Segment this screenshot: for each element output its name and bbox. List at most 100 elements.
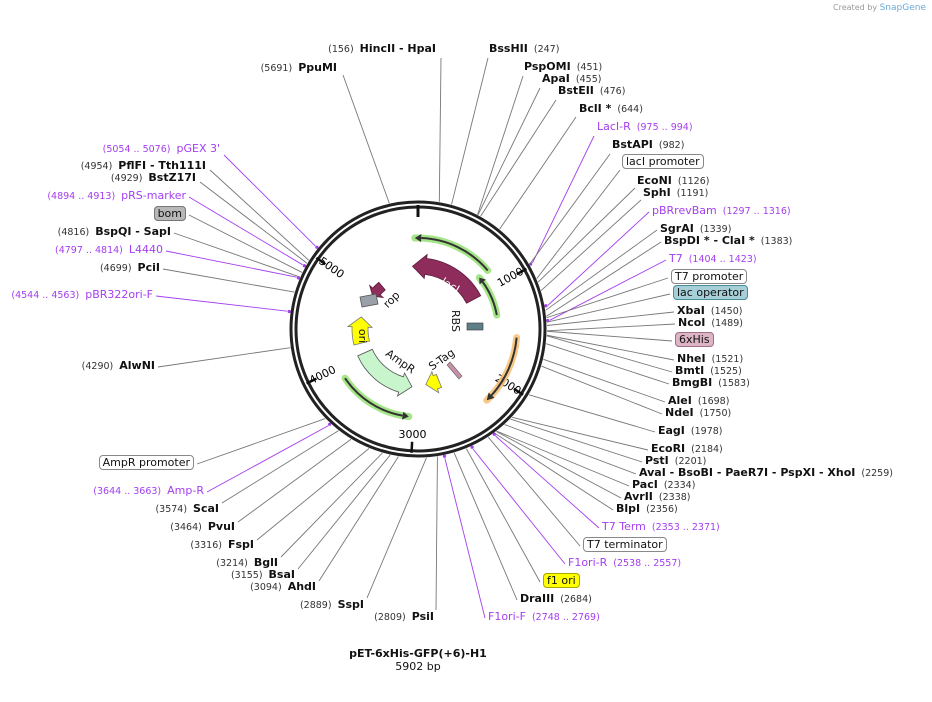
orf-arrow-lacI-head	[414, 234, 422, 243]
enzyme-site-label[interactable]: PstI(2201)	[645, 455, 712, 468]
enzyme-site-label[interactable]: SgrAI(1339)	[660, 223, 737, 236]
primer-site-mark	[492, 432, 496, 436]
plasmid-name: pET-6xHis-GFP(+6)-H1	[349, 647, 487, 660]
leader-line	[546, 335, 673, 373]
enzyme-site-label[interactable]: EagI(1978)	[658, 425, 729, 438]
leader-line	[496, 431, 622, 499]
label-position: (1450)	[710, 306, 743, 317]
enzyme-site-label[interactable]: BstEII(476)	[558, 85, 631, 98]
leader-line	[342, 74, 390, 204]
enzyme-site-label[interactable]: PacI(2334)	[632, 479, 701, 492]
orf-arrow-lacI-promoter	[481, 281, 498, 316]
label-name: PflFI - Tth111I	[118, 159, 206, 172]
label-name: bom	[153, 206, 186, 221]
label-position: (644)	[617, 104, 643, 115]
feature-label[interactable]: lacI promoter	[622, 154, 704, 169]
enzyme-site-label[interactable]: (3316)FspI	[184, 539, 254, 552]
enzyme-site-label[interactable]: AleI(1698)	[668, 395, 735, 408]
enzyme-site-label[interactable]: BspDI * - ClaI * (1383)	[664, 235, 798, 248]
primer-label[interactable]: (3644 .. 3663)Amp-R	[87, 485, 204, 498]
enzyme-site-label[interactable]: (3574)ScaI	[149, 503, 219, 516]
enzyme-site-label[interactable]: BssHII(247)	[489, 43, 565, 56]
enzyme-site-label[interactable]: PspOMI(451)	[524, 61, 608, 74]
leader-line	[472, 448, 566, 565]
enzyme-site-label[interactable]: (5691)PpuMI	[255, 62, 337, 75]
feature-label[interactable]: lac operator	[673, 285, 748, 300]
primer-label[interactable]: (4544 .. 4563)pBR322ori-F	[5, 289, 153, 302]
label-name: NcoI	[678, 316, 706, 329]
leader-line	[496, 430, 630, 487]
label-name: HincII - HpaI	[359, 42, 436, 55]
feature-label[interactable]: bom	[153, 206, 186, 221]
primer-label[interactable]: (5054 .. 5076)pGEX 3'	[97, 143, 220, 156]
enzyme-site-label[interactable]: AvaI - BsoBI - PaeR7I - PspXI - XhoI(225…	[639, 467, 899, 480]
primer-label[interactable]: LacI-R(975 .. 994)	[597, 121, 699, 134]
ori-feature	[346, 316, 374, 346]
label-position: (451)	[576, 62, 603, 73]
label-position: (1383)	[760, 236, 793, 247]
enzyme-site-label[interactable]: (3094)AhdI	[244, 581, 316, 594]
enzyme-site-label[interactable]: EcoNI(1126)	[637, 175, 715, 188]
enzyme-site-label[interactable]: BmtI(1525)	[675, 365, 748, 378]
label-position: (2353 .. 2371)	[651, 522, 720, 533]
primer-site-mark	[287, 309, 291, 314]
primer-label[interactable]: (4894 .. 4913)pRS-marker	[41, 190, 186, 203]
tick-label: 3000	[398, 428, 426, 441]
leader-line	[510, 418, 643, 463]
enzyme-site-label[interactable]: BmgBI(1583)	[672, 377, 756, 390]
enzyme-site-label[interactable]: XbaI(1450)	[677, 305, 748, 318]
feature-label[interactable]: AmpR promoter	[98, 455, 194, 470]
leader-line	[196, 418, 326, 465]
leader-line	[543, 358, 666, 403]
enzyme-site-label[interactable]: BstAPI(982)	[612, 139, 690, 152]
label-position: (2538 .. 2557)	[613, 558, 682, 569]
enzyme-site-label[interactable]: AvrII(2338)	[624, 491, 697, 504]
label-position: (4894 .. 4913)	[47, 191, 116, 202]
primer-label[interactable]: F1ori-F(2748 .. 2769)	[488, 611, 606, 624]
leader-line	[188, 214, 303, 273]
enzyme-site-label[interactable]: ApaI(455)	[542, 73, 607, 86]
primer-label[interactable]: (4797 .. 4814)L4440	[49, 244, 163, 257]
enzyme-site-label[interactable]: (3214)BglI	[210, 557, 278, 570]
feature-label[interactable]: T7 promoter	[671, 269, 748, 284]
enzyme-site-label[interactable]: SphI(1191)	[643, 187, 714, 200]
label-name: NheI	[677, 352, 706, 365]
label-name: BclI *	[579, 102, 612, 115]
label-name: BssHII	[489, 42, 528, 55]
enzyme-site-label[interactable]: (4699)PciI	[94, 262, 160, 275]
primer-label[interactable]: F1ori-R(2538 .. 2557)	[568, 557, 687, 570]
tick-label: 1000	[495, 265, 526, 290]
primer-label[interactable]: T7(1404 .. 1423)	[669, 253, 763, 266]
label-position: (1126)	[677, 176, 710, 187]
feature-label[interactable]: T7 terminator	[583, 537, 667, 552]
label-position: (3644 .. 3663)	[93, 486, 162, 497]
enzyme-site-label[interactable]: DraIII(2684)	[520, 593, 598, 606]
enzyme-site-label[interactable]: EcoRI(2184)	[651, 443, 729, 456]
orf-arrow-lacI-promoter-glow	[475, 274, 501, 319]
feature-label[interactable]: 6xHis	[675, 332, 714, 347]
enzyme-site-label[interactable]: (2889)SspI	[294, 599, 364, 612]
leader-line	[541, 365, 663, 415]
leader-line	[545, 229, 658, 311]
enzyme-site-label[interactable]: (156)HincII - HpaI	[322, 43, 436, 56]
enzyme-site-label[interactable]: NheI(1521)	[677, 353, 749, 366]
enzyme-site-label[interactable]: NcoI(1489)	[678, 317, 749, 330]
enzyme-site-label[interactable]: BclI * (644)	[579, 103, 649, 116]
enzyme-site-label[interactable]: (4290)AlwNI	[76, 360, 155, 373]
enzyme-site-label[interactable]: (4929)BstZ17I	[105, 172, 196, 185]
enzyme-site-label[interactable]: (2809)PsiI	[368, 611, 434, 624]
enzyme-site-label[interactable]: NdeI(1750)	[665, 407, 737, 420]
label-position: (4954)	[80, 161, 113, 172]
enzyme-site-label[interactable]: (3464)PvuI	[164, 521, 235, 534]
label-name: BspDI * - ClaI *	[664, 234, 755, 247]
enzyme-site-label[interactable]: BlpI(2356)	[616, 503, 684, 516]
leader-line	[546, 277, 669, 319]
enzyme-site-label[interactable]: (3155)BsaI	[225, 569, 295, 582]
feature-label[interactable]: f1 ori	[543, 573, 580, 588]
primer-site-mark	[442, 454, 447, 458]
primer-label[interactable]: pBRrevBam(1297 .. 1316)	[652, 205, 797, 218]
enzyme-site-label[interactable]: (4816)BspQI - SapI	[52, 226, 171, 239]
primer-label[interactable]: T7 Term(2353 .. 2371)	[602, 521, 726, 534]
enzyme-site-label[interactable]: (4954) PflFI - Tth111I	[75, 160, 206, 173]
